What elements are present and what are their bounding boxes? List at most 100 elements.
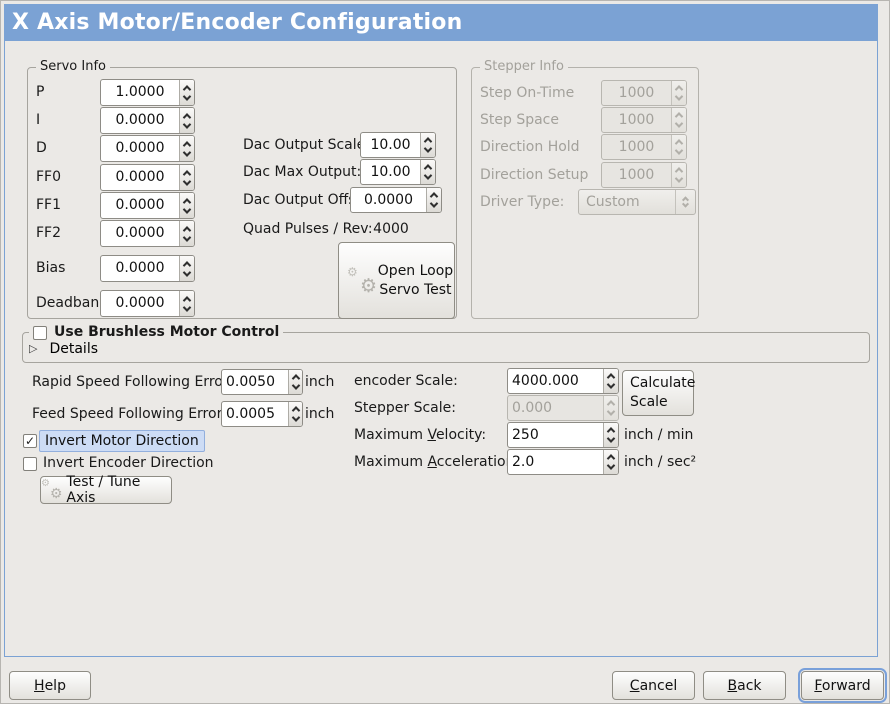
spin-down-arrow[interactable] <box>423 171 433 180</box>
rapid-following-error-value[interactable]: 0.0050 <box>226 374 275 390</box>
dac-output-offset-label: Dac Output Offset: <box>243 192 375 208</box>
encoder-scale-value[interactable]: 4000.000 <box>512 373 579 389</box>
maximum-acceleration-value[interactable]: 2.0 <box>512 454 535 470</box>
use-brushless-label[interactable]: Use Brushless Motor Control <box>54 324 280 340</box>
acceleration-unit-label: inch / sec² <box>624 454 697 470</box>
dac-max-output-label: Dac Max Output: <box>243 164 362 180</box>
spin-down-arrow[interactable] <box>606 380 616 389</box>
help-label: Help <box>34 677 66 694</box>
brushless-frame: Use Brushless Motor Control ▷ Details <box>22 324 870 363</box>
ff1-value[interactable]: 0.0000 <box>115 197 165 213</box>
expander-collapsed-icon[interactable]: ▷ <box>29 342 38 355</box>
ff2-value[interactable]: 0.0000 <box>115 225 165 241</box>
spin-down-arrow[interactable] <box>291 381 300 390</box>
open-loop-servo-test-button[interactable]: ⚙ ⚙ Open Loop Servo Test <box>338 242 455 319</box>
spin-down-arrow[interactable] <box>182 119 192 129</box>
i-value[interactable]: 0.0000 <box>115 112 165 128</box>
ff1-spinbox[interactable]: 0.0000 <box>100 192 195 219</box>
invert-encoder-checkbox[interactable] <box>23 457 37 471</box>
servo-info-frame: Servo Info P I D FF0 FF1 FF2 Bias Deadba… <box>27 59 457 319</box>
spin-down-arrow[interactable] <box>182 302 192 312</box>
spin-down-arrow <box>674 119 684 128</box>
gears-icon: ⚙ ⚙ <box>41 478 63 502</box>
spin-down-arrow[interactable] <box>182 147 192 157</box>
i-spinbox[interactable]: 0.0000 <box>100 107 195 134</box>
ff0-label: FF0 <box>36 169 62 185</box>
calculate-scale-button[interactable]: Calculate Scale <box>622 370 695 416</box>
spin-down-arrow[interactable] <box>182 267 192 277</box>
direction-setup-value: 1000 <box>618 167 655 183</box>
combo-arrows-icon <box>675 190 695 214</box>
p-value[interactable]: 1.0000 <box>115 84 165 100</box>
feed-following-error-spinbox[interactable]: 0.0005 <box>221 401 303 427</box>
spin-down-arrow[interactable] <box>423 144 433 153</box>
encoder-scale-spinbox[interactable]: 4000.000 <box>507 368 619 394</box>
driver-type-value: Custom <box>586 194 640 210</box>
deadband-value[interactable]: 0.0000 <box>115 295 165 311</box>
page-content: Servo Info P I D FF0 FF1 FF2 Bias Deadba… <box>4 41 878 657</box>
stepper-info-legend: Stepper Info <box>480 59 568 75</box>
help-button[interactable]: Help <box>9 671 91 700</box>
dac-max-output-value[interactable]: 10.00 <box>370 164 411 180</box>
ff2-spinbox[interactable]: 0.0000 <box>100 220 195 247</box>
spin-down-arrow[interactable] <box>429 199 439 208</box>
spin-down-arrow[interactable] <box>291 413 300 422</box>
test-tune-axis-label: Test / Tune Axis <box>66 474 141 506</box>
bias-spinbox[interactable]: 0.0000 <box>100 255 195 282</box>
stepper-scale-value: 0.000 <box>512 400 553 416</box>
maximum-velocity-value[interactable]: 250 <box>512 427 539 443</box>
invert-motor-checkbox[interactable]: ✓ <box>23 434 37 448</box>
dac-output-offset-value[interactable]: 0.0000 <box>364 192 413 208</box>
direction-hold-spinbox: 1000 <box>601 134 687 160</box>
p-label: P <box>36 84 45 100</box>
direction-setup-label: Direction Setup <box>480 167 589 183</box>
page-header: X Axis Motor/Encoder Configuration <box>4 4 878 41</box>
feed-following-error-label: Feed Speed Following Error: <box>32 406 227 422</box>
invert-motor-label[interactable]: Invert Motor Direction <box>39 430 205 452</box>
bias-value[interactable]: 0.0000 <box>115 260 165 276</box>
i-label: I <box>36 112 41 128</box>
p-spinbox[interactable]: 1.0000 <box>100 79 195 106</box>
back-button[interactable]: Back <box>703 671 786 700</box>
spin-down-arrow <box>674 174 684 183</box>
maximum-velocity-label: Maximum Velocity: <box>354 427 487 443</box>
invert-encoder-label[interactable]: Invert Encoder Direction <box>43 455 214 471</box>
spin-down-arrow[interactable] <box>606 461 616 470</box>
dac-output-scale-value[interactable]: 10.00 <box>370 137 411 153</box>
step-space-label: Step Space <box>480 112 559 128</box>
ff0-spinbox[interactable]: 0.0000 <box>100 164 195 191</box>
forward-button[interactable]: Forward <box>798 668 887 703</box>
spin-down-arrow[interactable] <box>182 232 192 242</box>
d-spinbox[interactable]: 0.0000 <box>100 135 195 162</box>
spin-down-arrow[interactable] <box>182 91 192 101</box>
dac-output-offset-spinbox[interactable]: 0.0000 <box>350 187 442 213</box>
maximum-acceleration-spinbox[interactable]: 2.0 <box>507 449 619 475</box>
dac-output-scale-spinbox[interactable]: 10.00 <box>360 132 436 158</box>
deadband-spinbox[interactable]: 0.0000 <box>100 290 195 317</box>
rapid-unit-label: inch <box>305 374 335 390</box>
spin-down-arrow <box>674 146 684 155</box>
cancel-label: Cancel <box>629 677 678 694</box>
use-brushless-checkbox[interactable] <box>33 325 47 340</box>
details-label[interactable]: Details <box>49 341 99 357</box>
maximum-velocity-spinbox[interactable]: 250 <box>507 422 619 448</box>
d-value[interactable]: 0.0000 <box>115 140 165 156</box>
rapid-following-error-spinbox[interactable]: 0.0050 <box>221 369 303 395</box>
feed-following-error-value[interactable]: 0.0005 <box>226 406 275 422</box>
dac-max-output-spinbox[interactable]: 10.00 <box>360 159 436 185</box>
stepper-scale-label: Stepper Scale: <box>354 400 456 416</box>
stepper-scale-spinbox: 0.000 <box>507 395 619 421</box>
cancel-button[interactable]: Cancel <box>612 671 695 700</box>
step-space-spinbox: 1000 <box>601 107 687 133</box>
quad-pulses-label: Quad Pulses / Rev: <box>243 221 373 237</box>
spin-down-arrow[interactable] <box>182 176 192 186</box>
dac-output-scale-label: Dac Output Scale: <box>243 137 370 153</box>
test-tune-axis-button[interactable]: ⚙ ⚙ Test / Tune Axis <box>40 474 172 506</box>
page-title: X Axis Motor/Encoder Configuration <box>12 10 463 35</box>
spin-down-arrow[interactable] <box>182 204 192 214</box>
ff0-value[interactable]: 0.0000 <box>115 169 165 185</box>
velocity-unit-label: inch / min <box>624 427 694 443</box>
spin-down-arrow[interactable] <box>606 434 616 443</box>
details-expander[interactable]: ▷ Details <box>29 341 98 357</box>
spin-down-arrow <box>674 92 684 101</box>
